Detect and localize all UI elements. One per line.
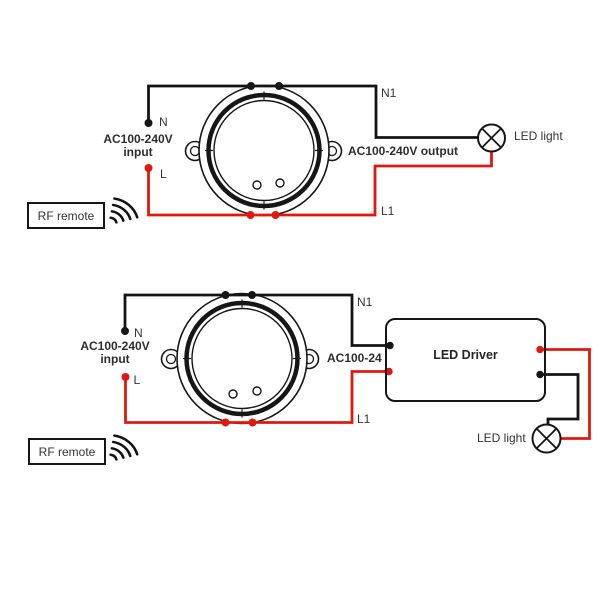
led-driver-box: LED Driver [385, 318, 546, 402]
terminal-dots-top [144, 82, 283, 219]
rf-remote-label-top: RF remote [37, 208, 95, 223]
live-wire-bottom-output [540, 348, 591, 440]
sensor-hole [252, 386, 262, 396]
rf-remote-box-bottom: RF remote [28, 438, 106, 465]
terminal-n-label-bottom: N [134, 326, 143, 340]
input-voltage-line1: AC100-240V [103, 132, 173, 146]
sensor-hole [252, 180, 262, 190]
rf-remote-label-bottom: RF remote [38, 444, 96, 459]
sensor-hole [228, 389, 238, 399]
neutral-wire-top [147, 84, 479, 139]
terminal-l1-label-bottom: L1 [357, 412, 371, 426]
rf-remote-box-top: RF remote [27, 202, 105, 229]
led-light-label-top: LED light [514, 129, 563, 143]
input-voltage-line2: input [123, 144, 153, 159]
sensor-device-top [184, 84, 343, 217]
terminal-dots-bottom [121, 291, 544, 427]
terminal-n1-label-top: N1 [381, 86, 397, 100]
rf-waves-icon [109, 197, 139, 224]
led-driver-label: LED Driver [433, 348, 498, 362]
live-wire-bottom-input [124, 370, 389, 424]
terminal-l1-label-top: L1 [381, 204, 395, 218]
lamp-cross-icon [477, 123, 506, 153]
sensor-device-bottom [160, 292, 320, 425]
terminal-l-label-bottom: L [133, 373, 141, 387]
sensor-inner-rim [191, 307, 293, 410]
live-wire-top [147, 151, 493, 217]
led-light-label-bottom: LED light [477, 431, 526, 445]
neutral-wire-bottom-output [540, 373, 580, 425]
input-voltage-label-bottom: AC100-240V input [75, 340, 155, 365]
sensor-outer-rim [198, 84, 330, 217]
sensor-hole [275, 178, 285, 188]
alignment-ticks [183, 299, 301, 418]
sensor-inner-rim [213, 99, 315, 202]
input-voltage-line1: AC100-240V [80, 339, 150, 353]
terminal-n-label-top: N [159, 115, 168, 129]
lamp-cross-icon [531, 423, 562, 454]
neutral-wire-bottom-input [123, 293, 390, 347]
terminal-n1-label-bottom: N1 [357, 295, 373, 309]
rf-waves-icon [109, 434, 139, 461]
terminal-l-label-top: L [160, 167, 167, 181]
sensor-outer-rim [176, 292, 308, 425]
output-voltage-label-top: AC100-240V output [348, 144, 459, 158]
input-voltage-line2: input [100, 351, 130, 366]
output-voltage-label-bottom: AC100-24 [327, 351, 382, 365]
alignment-ticks [205, 91, 323, 210]
input-voltage-label-top: AC100-240V input [98, 133, 178, 158]
